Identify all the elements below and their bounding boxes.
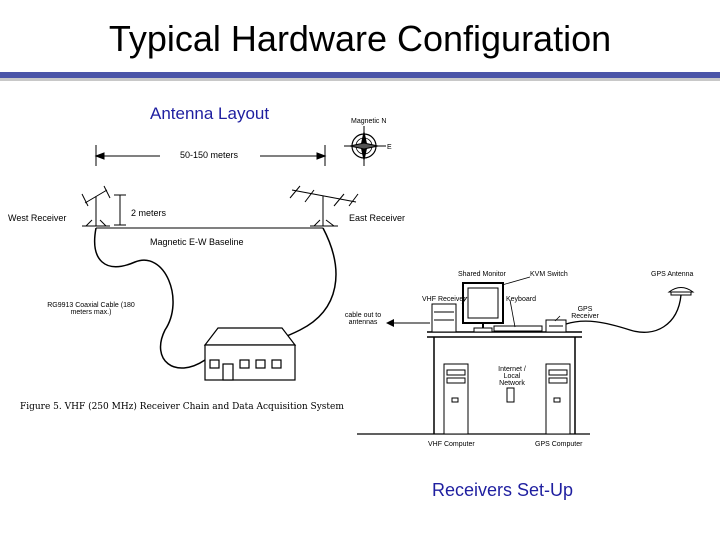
building-icon: [203, 327, 297, 381]
title-underline: [0, 72, 720, 78]
gps-antenna-icon: [667, 287, 695, 296]
west-antenna: [81, 185, 111, 227]
height-label: 2 meters: [131, 208, 167, 218]
title-underline-shadow: [0, 78, 720, 81]
distance-dimension: [94, 145, 327, 166]
antenna-layout-heading: Antenna Layout: [150, 104, 270, 123]
slide-title: Typical Hardware Configuration: [108, 18, 612, 59]
gps-receiver-label: GPS Receiver: [571, 306, 599, 320]
receivers-setup-label: Receivers Set-Up: [432, 480, 574, 500]
west-receiver-label: West Receiver: [8, 213, 67, 223]
east-receiver-label: East Receiver: [349, 213, 406, 223]
compass-east-label: E: [387, 144, 392, 151]
compass-north-label: Magnetic N: [351, 118, 387, 125]
keyboard-device: [493, 325, 543, 332]
gps-computer-device: [545, 363, 571, 435]
gps-computer-label: GPS Computer: [535, 441, 583, 448]
vhf-receiver-label: VHF Receiver: [422, 296, 466, 303]
network-jack-icon: [506, 387, 515, 403]
compass-icon: [344, 126, 386, 166]
vhf-computer-label: VHF Computer: [428, 441, 475, 448]
callout-lines: [461, 276, 561, 328]
kvm-switch-label: KVM Switch: [530, 271, 568, 278]
east-coax-cable: [239, 227, 337, 344]
gps-receiver-device: [545, 319, 567, 333]
coax-cable-label: RG9913 Coaxial Cable (180 meters max.): [47, 302, 135, 316]
vhf-receiver-device: [431, 303, 457, 333]
network-label: Internet / Local Network: [498, 366, 526, 387]
keyboard-label: Keyboard: [506, 296, 536, 303]
west-coax-cable: [94, 227, 206, 369]
figure-caption: Figure 5. VHF (250 MHz) Receiver Chain a…: [20, 402, 344, 412]
shared-monitor-device: [462, 282, 504, 333]
east-antenna: [289, 185, 359, 227]
gps-antenna-label: GPS Antenna: [651, 271, 694, 278]
baseline-label: Magnetic E-W Baseline: [150, 237, 244, 247]
height-dimension: [114, 194, 126, 226]
gps-antenna-cable: [565, 294, 682, 333]
vhf-computer-device: [443, 363, 469, 435]
shared-monitor-label: Shared Monitor: [458, 271, 506, 278]
distance-label: 50-150 meters: [180, 150, 239, 160]
cable-out-label: cable out to antennas: [344, 312, 382, 326]
